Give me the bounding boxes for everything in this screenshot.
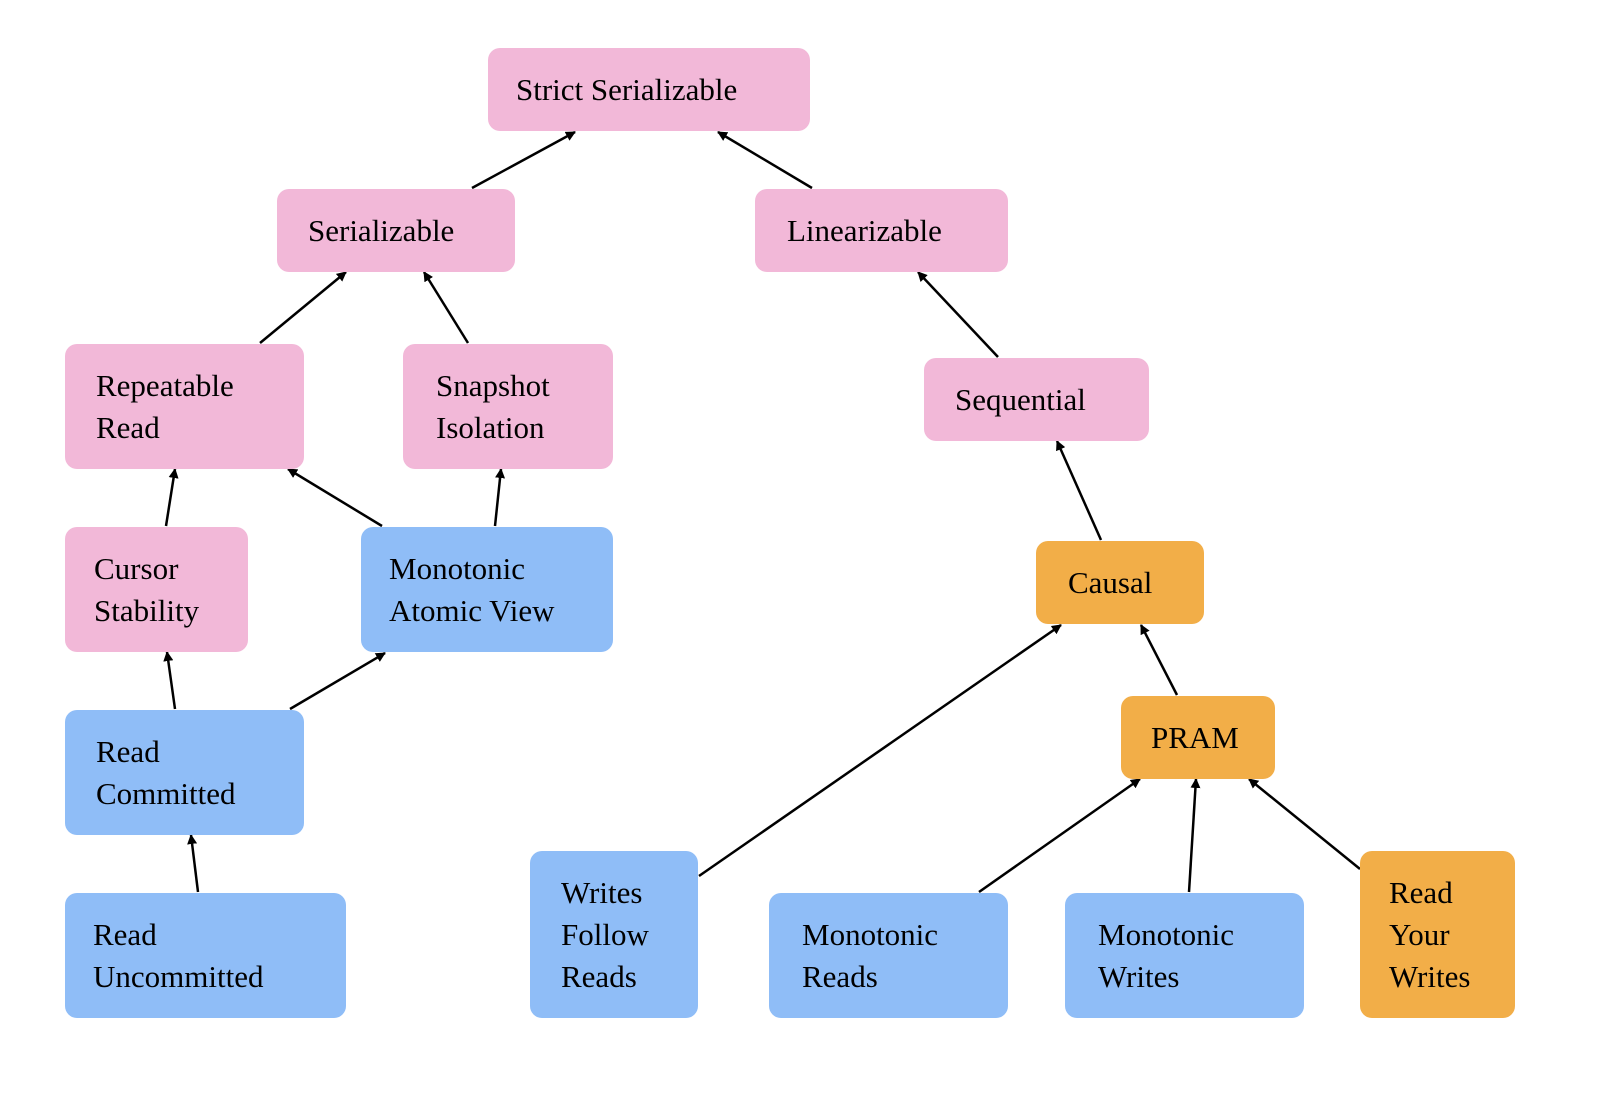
node-snapshot-isolation[interactable]: Snapshot Isolation [403,344,613,469]
node-writes-follow-reads[interactable]: Writes Follow Reads [530,851,698,1018]
edge-read-committed-to-monotonic-atomic-view [289,651,386,711]
node-read-uncommitted[interactable]: Read Uncommitted [65,893,346,1018]
edge-monotonic-atomic-view-to-snapshot-isolation [493,468,506,527]
edge-writes-follow-reads-to-causal [698,623,1062,878]
edge-serializable-to-strict-serializable [471,130,576,190]
node-label: Monotonic Reads [802,916,939,994]
node-label: Read Your Writes [1389,874,1471,994]
node-sequential[interactable]: Sequential [924,358,1149,441]
node-serializable[interactable]: Serializable [277,189,515,272]
edge-pram-to-causal [1139,624,1179,696]
edge-read-uncommitted-to-read-committed [187,834,200,893]
node-label: Writes Follow Reads [561,874,649,994]
node-repeatable-read[interactable]: Repeatable Read [65,344,304,469]
node-label: Causal [1068,564,1153,600]
node-label: Serializable [308,212,455,248]
edge-monotonic-reads-to-pram [978,777,1141,894]
edge-linearizable-to-strict-serializable [717,130,813,190]
edge-cursor-stability-to-repeatable-read [164,468,179,527]
node-label: Repeatable Read [96,367,234,445]
edge-read-your-writes-to-pram [1248,778,1361,870]
node-monotonic-reads[interactable]: Monotonic Reads [769,893,1008,1018]
node-label: PRAM [1151,719,1239,755]
node-label: Read Uncommitted [93,916,264,994]
node-read-your-writes[interactable]: Read Your Writes [1360,851,1515,1018]
node-linearizable[interactable]: Linearizable [755,189,1008,272]
edge-causal-to-sequential [1055,440,1103,541]
node-label: Sequential [955,381,1086,417]
node-monotonic-writes[interactable]: Monotonic Writes [1065,893,1304,1018]
node-causal[interactable]: Causal [1036,541,1204,624]
node-pram[interactable]: PRAM [1121,696,1275,779]
edge-monotonic-atomic-view-to-repeatable-read [287,467,383,528]
edge-sequential-to-linearizable [917,271,999,358]
node-label: Monotonic Atomic View [389,550,555,628]
node-label: Read Committed [96,733,236,811]
node-label: Cursor Stability [94,550,200,628]
node-read-committed[interactable]: Read Committed [65,710,304,835]
node-label: Snapshot Isolation [436,367,550,445]
edge-repeatable-read-to-serializable [259,271,347,344]
node-monotonic-atomic-view[interactable]: Monotonic Atomic View [361,527,613,652]
node-label: Strict Serializable [516,71,738,107]
node-strict-serializable[interactable]: Strict Serializable [488,48,810,131]
node-label: Monotonic Writes [1098,916,1235,994]
edge-monotonic-writes-to-pram [1187,778,1201,893]
edge-snapshot-isolation-to-serializable [422,271,470,344]
edge-read-committed-to-cursor-stability [163,651,177,710]
node-cursor-stability[interactable]: Cursor Stability [65,527,248,652]
node-label: Linearizable [787,212,942,248]
